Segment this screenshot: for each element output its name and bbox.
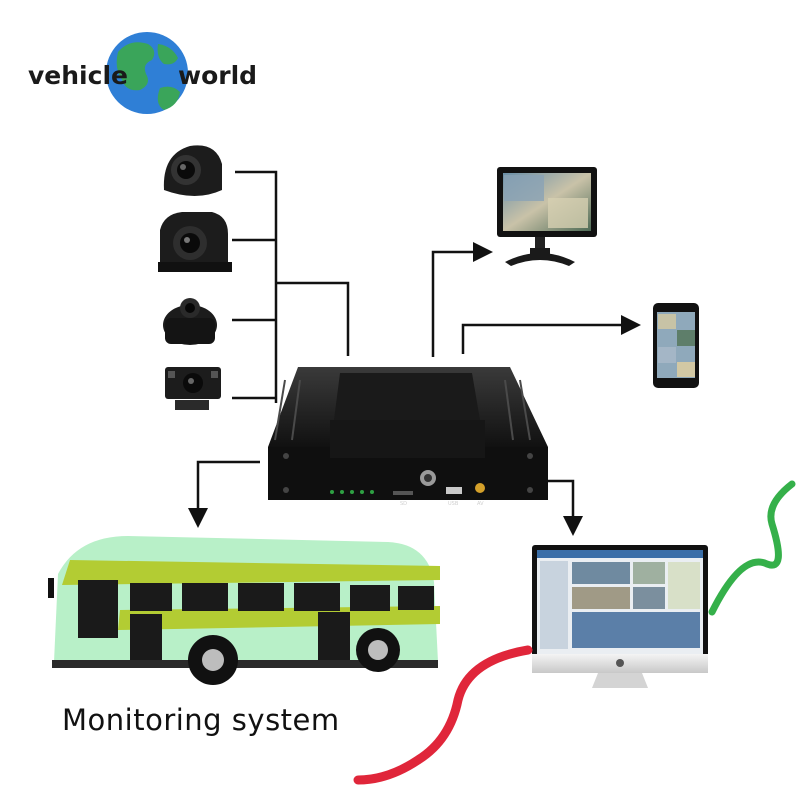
eyeball-camera-icon bbox=[163, 298, 217, 345]
bus-icon bbox=[48, 536, 440, 685]
smartphone-icon bbox=[653, 303, 699, 388]
logo: vehicle world bbox=[28, 32, 257, 114]
connector-lines bbox=[188, 170, 641, 536]
port-label-sd: SD bbox=[400, 501, 407, 507]
car-monitor-icon bbox=[497, 167, 597, 266]
decorative-ribbons bbox=[353, 480, 796, 785]
globe-icon bbox=[106, 32, 188, 114]
caption-monitoring-system: Monitoring system bbox=[62, 703, 340, 737]
port-label-usb: USB bbox=[448, 501, 459, 507]
dome-camera-icon bbox=[163, 145, 222, 196]
status-leds bbox=[330, 490, 374, 494]
dvr-box-icon: SD USB AV bbox=[268, 367, 548, 507]
logo-word-world: world bbox=[178, 61, 257, 90]
side-camera-icon bbox=[158, 212, 232, 272]
desktop-monitor-icon bbox=[532, 545, 708, 688]
rear-camera-icon bbox=[165, 367, 221, 410]
logo-word-vehicle: vehicle bbox=[28, 61, 128, 90]
port-label-av: AV bbox=[477, 501, 484, 507]
